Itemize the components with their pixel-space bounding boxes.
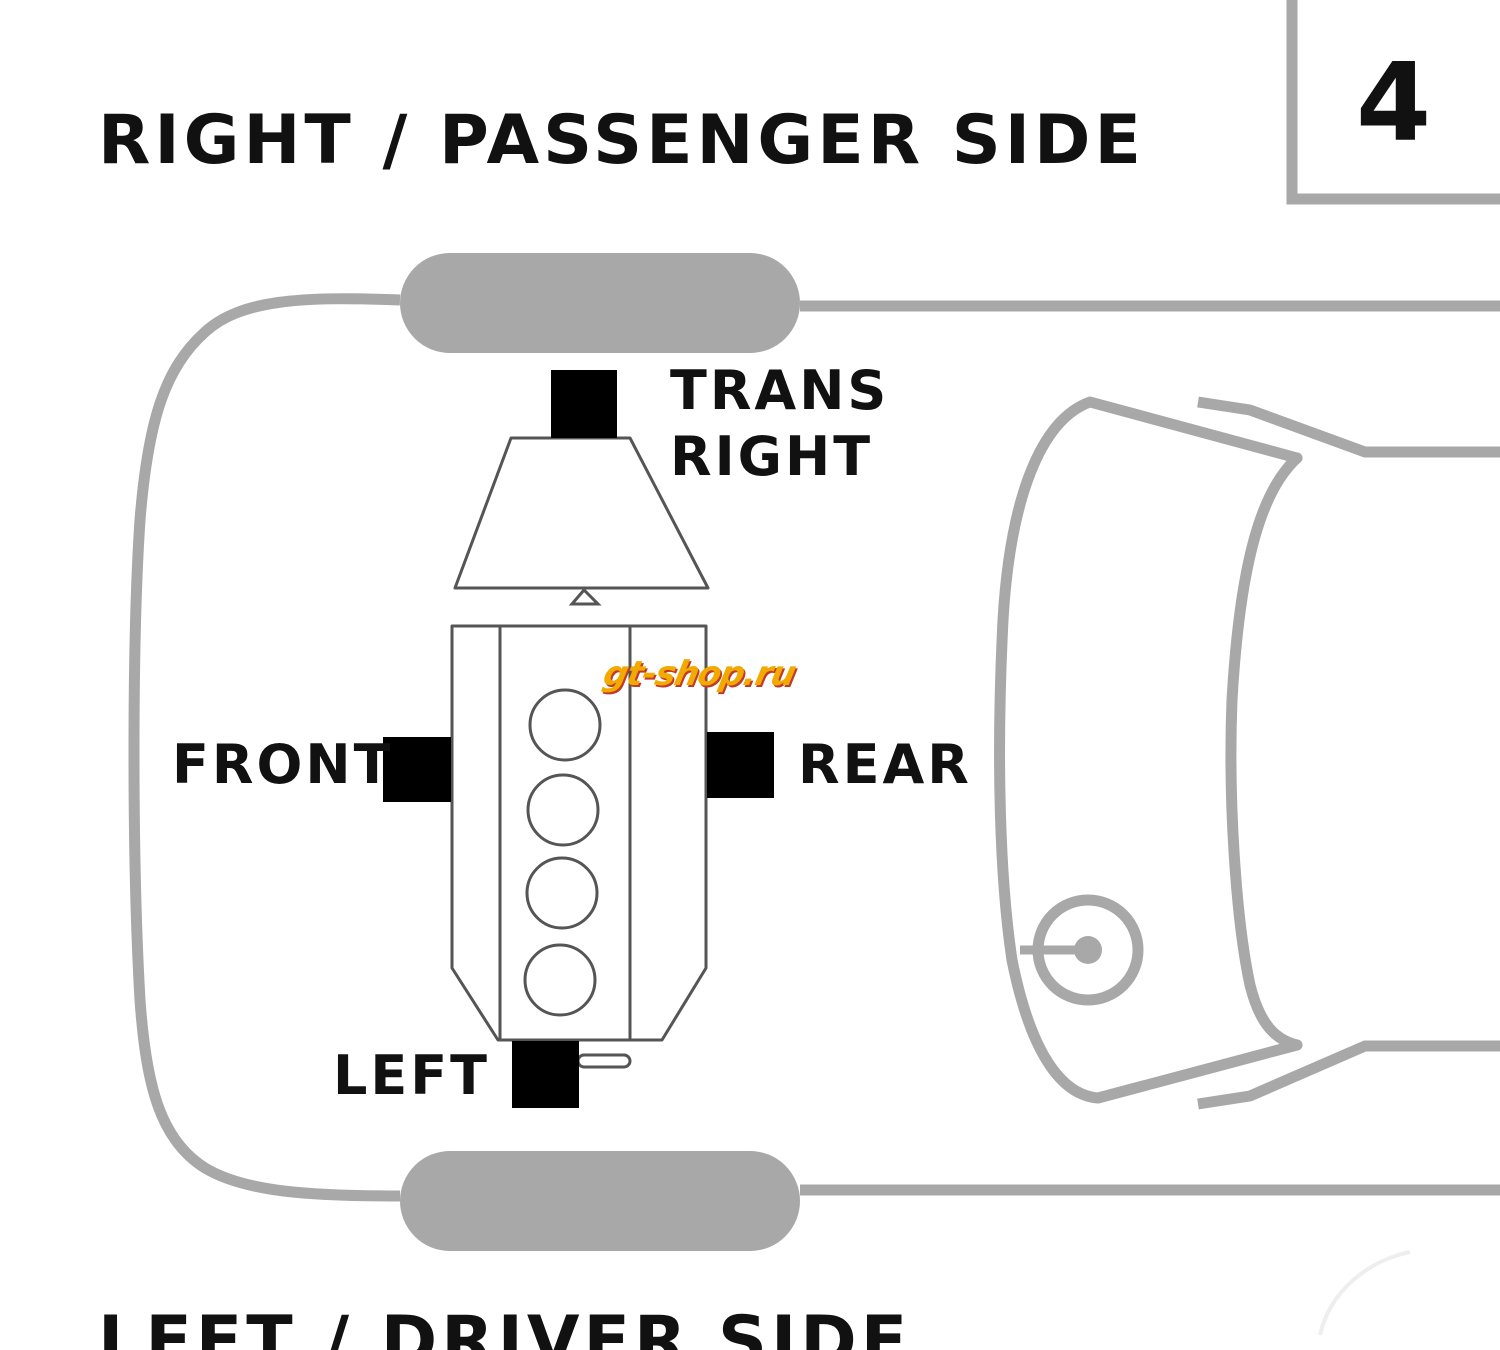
trans-right-mount <box>551 370 617 438</box>
left-mirror <box>1197 1040 1500 1110</box>
corner-emblem-icon <box>1318 1250 1411 1336</box>
cylinder-1 <box>528 688 602 762</box>
transmission-drain <box>568 587 602 606</box>
cylinder-4 <box>523 943 597 1017</box>
front-label: FRONT <box>172 733 394 796</box>
step-number-box <box>1286 0 1500 205</box>
left-label: LEFT <box>333 1044 491 1107</box>
watermark-logo: gt-shop.ru <box>599 654 799 694</box>
cylinder-3 <box>525 856 599 930</box>
right-passenger-side-title: RIGHT / PASSENGER SIDE <box>98 101 1145 180</box>
step-number: 4 <box>1356 41 1432 166</box>
front-right-wheel <box>400 253 800 353</box>
rear-label: REAR <box>798 733 972 796</box>
cabin-outline <box>994 396 1303 1104</box>
front-mount <box>383 737 451 802</box>
dipstick <box>576 1053 632 1069</box>
right-mirror <box>1197 396 1500 458</box>
steering-hub <box>1074 936 1102 964</box>
front-left-wheel <box>400 1151 800 1251</box>
cylinder-2 <box>526 773 600 847</box>
car-body-outline <box>128 293 401 1202</box>
left-driver-side-title: LEFT / DRIVER SIDE <box>98 1302 912 1350</box>
left-mount <box>512 1041 579 1108</box>
windshield-inner <box>1225 452 1303 1051</box>
trans-right-label: TRANS RIGHT <box>670 359 890 488</box>
rear-mount <box>707 732 774 798</box>
